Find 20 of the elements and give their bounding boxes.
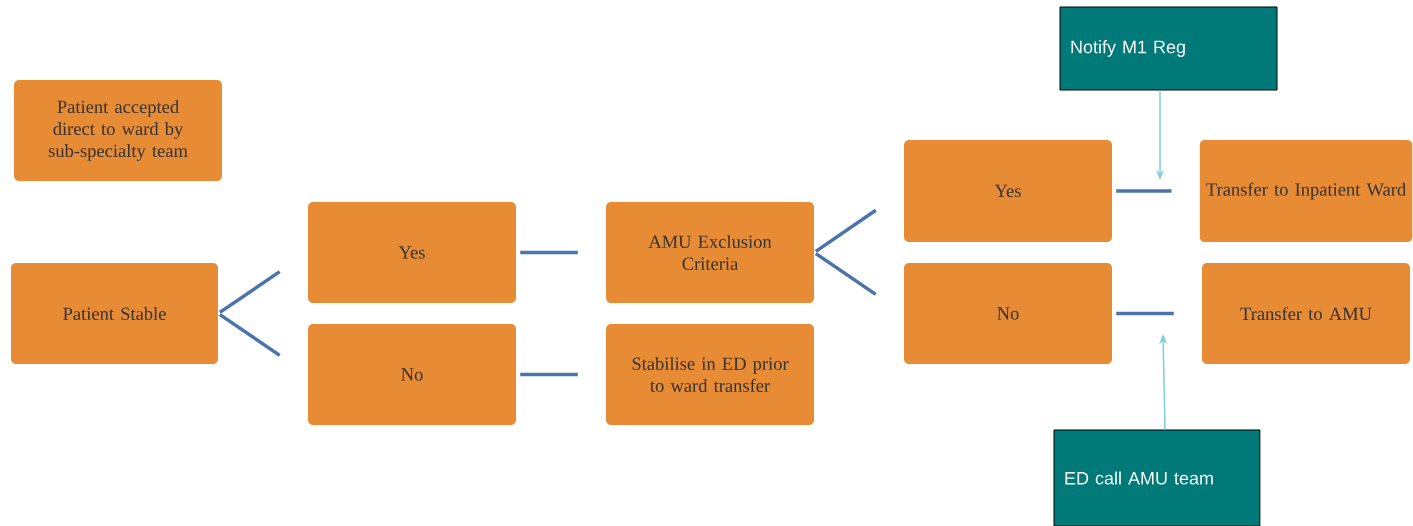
- connector-line: [218, 313, 281, 357]
- process-box: Patient accepted direct to ward by sub-specialty team: [14, 80, 222, 181]
- process-box: Transfer to AMU: [1202, 263, 1410, 364]
- process-box: No: [904, 263, 1112, 364]
- connector-line: [1116, 189, 1172, 193]
- note-box: ED call AMU team: [1053, 429, 1261, 526]
- process-box: Yes: [308, 202, 516, 303]
- process-box: Stabilise in ED prior to ward transfer: [606, 324, 814, 425]
- process-box: AMU Exclusion Criteria: [606, 202, 814, 303]
- process-box: Transfer to Inpatient Ward: [1199, 140, 1413, 242]
- connector-line: [814, 252, 877, 296]
- process-box: Yes: [904, 140, 1112, 242]
- process-box: No: [308, 324, 516, 425]
- connector-line: [814, 208, 877, 253]
- connector-line: [520, 250, 578, 255]
- process-box: Patient Stable: [11, 263, 218, 364]
- connector-line: [1116, 311, 1174, 316]
- connector-line: [520, 372, 578, 377]
- note-box: Notify M1 Reg: [1059, 6, 1278, 91]
- connector-line: [218, 270, 281, 314]
